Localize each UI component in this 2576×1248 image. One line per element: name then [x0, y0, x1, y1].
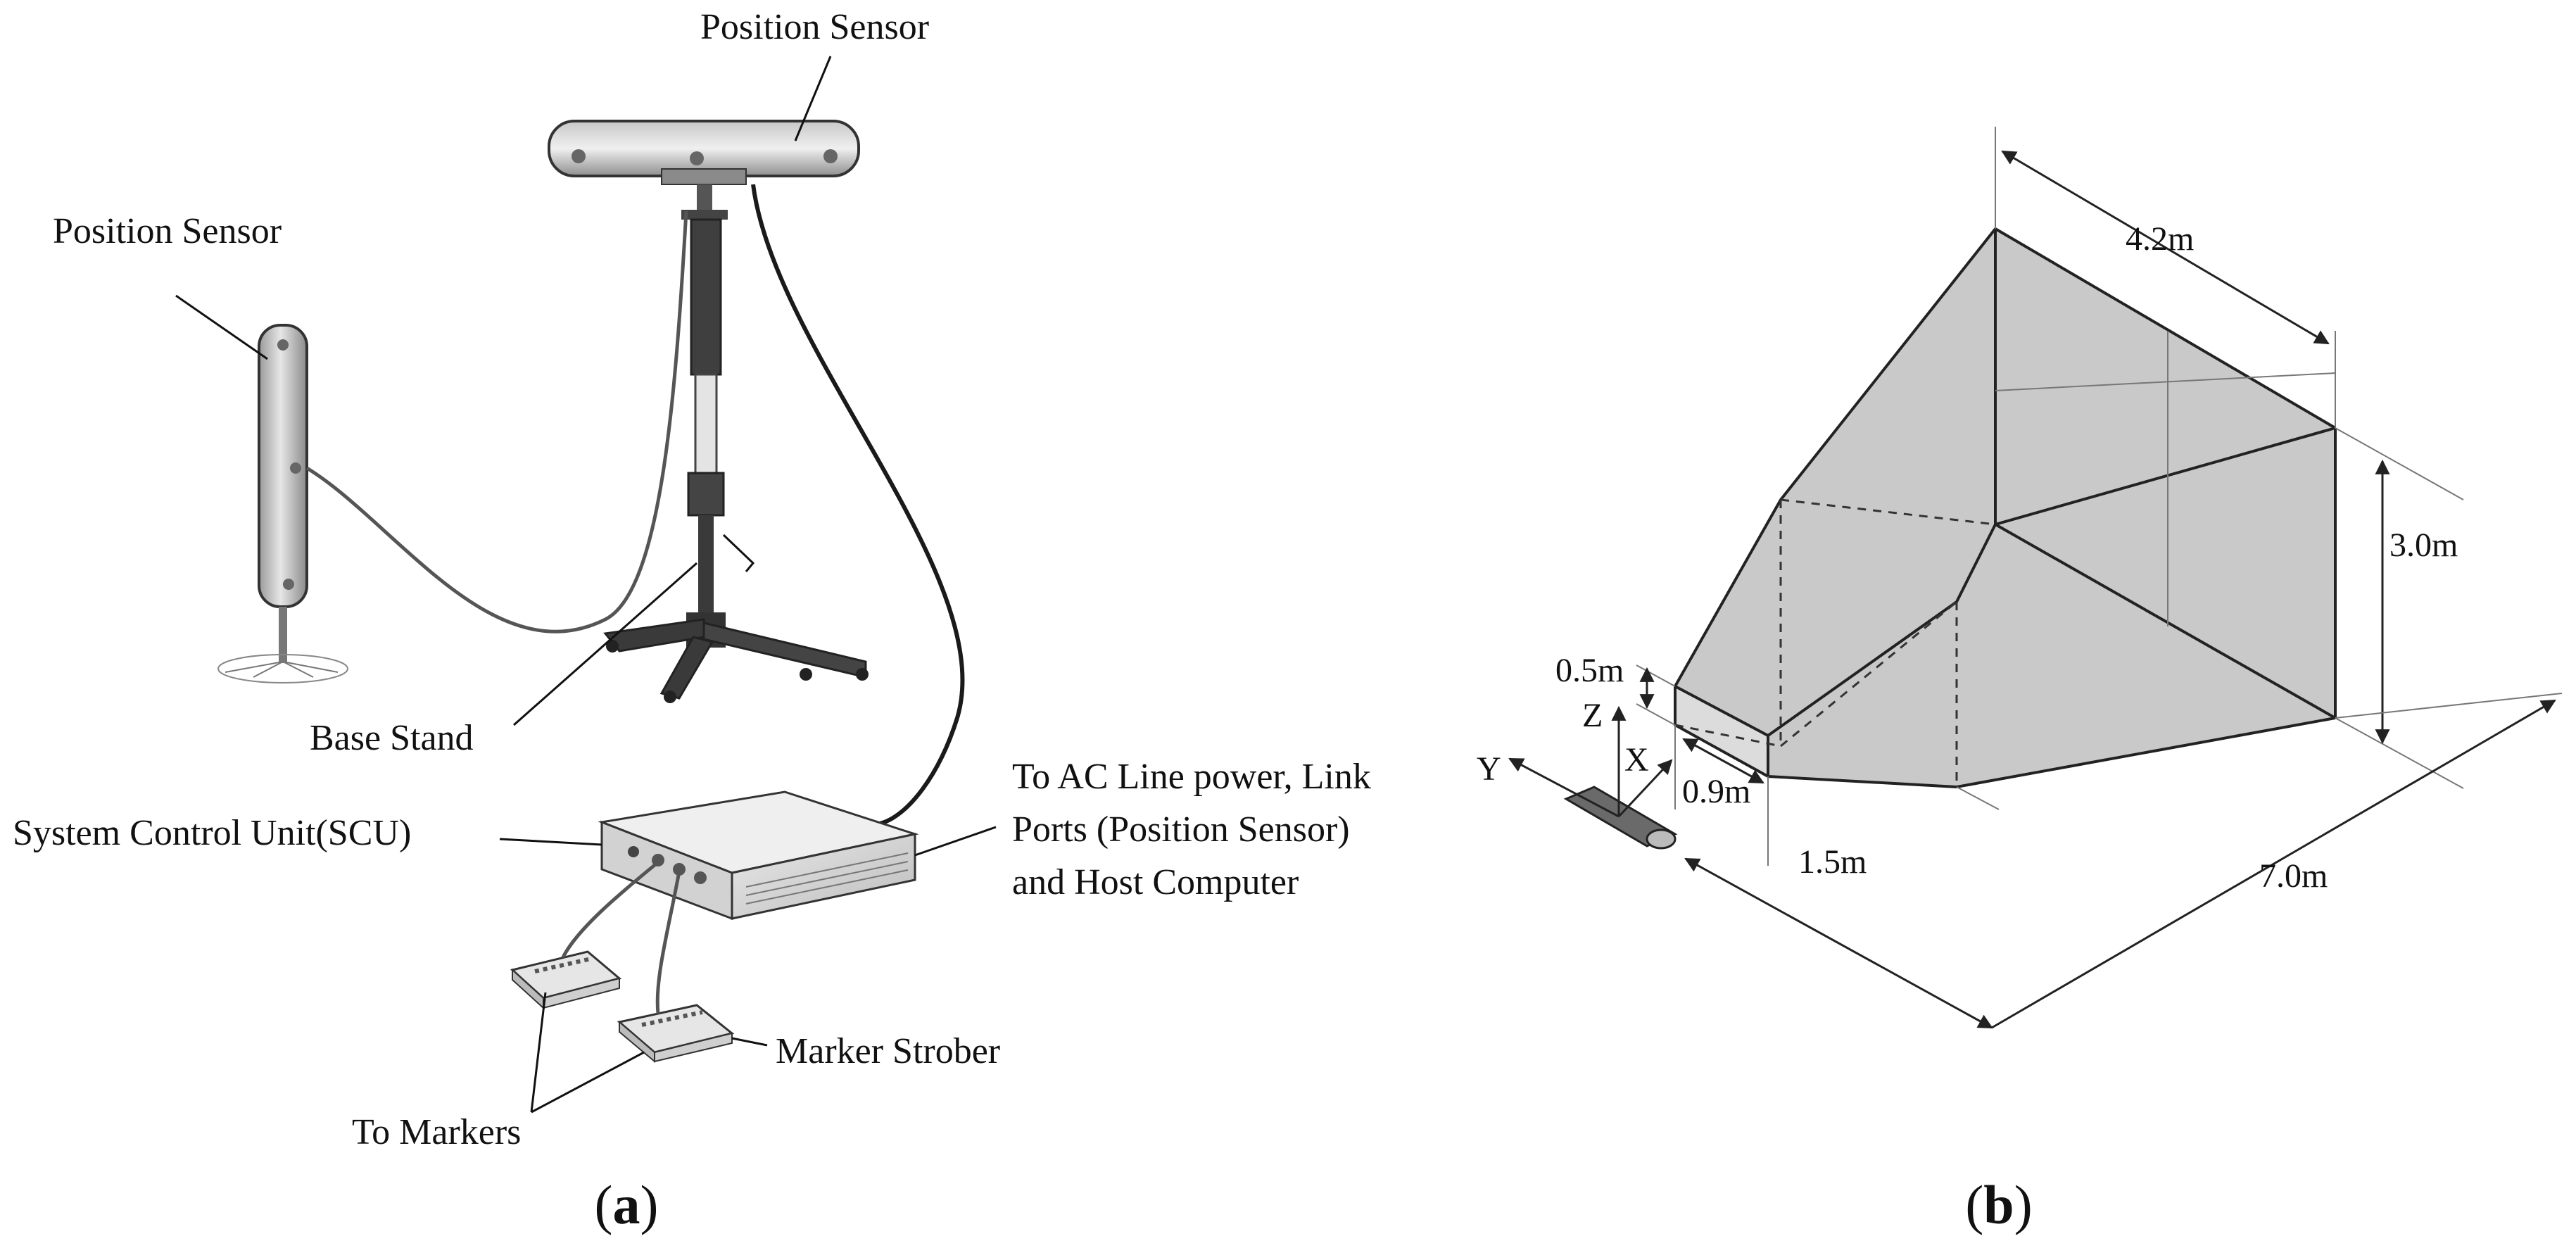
leader-marker-strober	[731, 1037, 768, 1047]
cable-strober-left	[561, 861, 659, 959]
marker-strober-left	[510, 950, 622, 1010]
leader-base-stand	[513, 562, 697, 726]
leader-scu	[499, 838, 602, 846]
axis-triad	[1508, 705, 1673, 818]
tripod-stand	[603, 184, 869, 703]
label-position-sensor-left: Position Sensor	[53, 211, 282, 251]
leader-position-sensor-left	[175, 294, 268, 360]
dim-height: 3.0m	[2389, 527, 2458, 564]
dim-small-width: 0.9m	[1682, 773, 1750, 810]
caption-b: (b)	[1965, 1174, 2032, 1235]
sensor-bar	[1563, 786, 1678, 850]
leader-to-markers-2	[531, 1051, 645, 1114]
label-to-markers: To Markers	[352, 1112, 521, 1152]
dim-total-length: 7.0m	[2259, 857, 2328, 895]
dim-top-width: 4.2m	[2126, 220, 2194, 258]
cable-strober-right	[655, 871, 681, 1014]
top-position-sensor	[548, 120, 860, 185]
label-position-sensor-top: Position Sensor	[700, 7, 929, 47]
axis-label-x: X	[1624, 741, 1649, 779]
label-ac-line-3: and Host Computer	[1012, 862, 1299, 902]
marker-strober-right	[617, 1004, 735, 1064]
cable-top-sensor	[751, 184, 965, 826]
axis-label-y: Y	[1477, 750, 1501, 788]
caption-a: (a)	[595, 1174, 659, 1235]
left-position-sensor	[217, 324, 348, 683]
axis-label-z: Z	[1582, 697, 1603, 734]
leader-position-sensor-top	[794, 56, 832, 141]
label-ac-line-2: Ports (Position Sensor)	[1012, 809, 1350, 850]
leader-to-markers-1	[530, 992, 547, 1113]
label-scu: System Control Unit(SCU)	[13, 813, 411, 853]
dim-small-height: 0.5m	[1555, 652, 1624, 689]
label-base-stand: Base Stand	[310, 718, 474, 758]
label-ac-line-1: To AC Line power, Link	[1012, 757, 1371, 797]
measurement-volume	[1674, 227, 2337, 789]
dim-short-length: 1.5m	[1798, 843, 1867, 881]
panel-a: Position Sensor Position Sensor Base Sta…	[13, 7, 1371, 1235]
scu-box	[598, 790, 919, 921]
label-marker-strober: Marker Strober	[776, 1031, 1000, 1071]
cable-left-sensor	[305, 210, 688, 634]
leader-ac-line	[914, 826, 997, 857]
panel-b: 4.2m 3.0m 0.5m 0.9m 1.5m 7.0m Z X Y (b)	[1477, 127, 2563, 1235]
dimension-lines	[1636, 127, 2563, 1029]
